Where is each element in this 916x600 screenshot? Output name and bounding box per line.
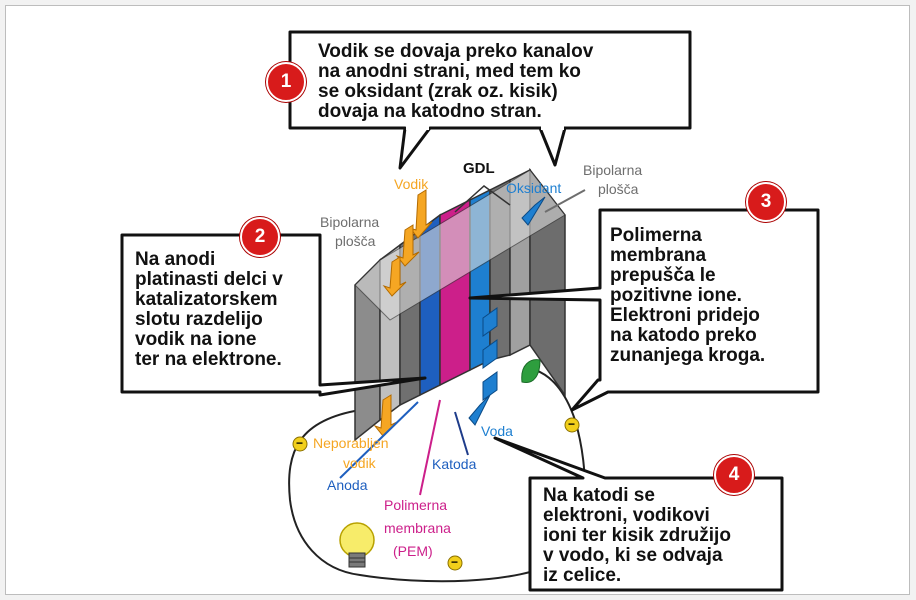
electron-minus: − [451, 555, 459, 569]
callout-line: vodik na ione [135, 329, 257, 350]
bipolar-right-label-1: Bipolarna [583, 162, 643, 178]
cathode-channels [482, 307, 498, 401]
hydrogen-inlet-arrows [382, 189, 433, 297]
gdl-bracket [454, 185, 511, 213]
leaf-icon [521, 359, 541, 384]
electron-marker [447, 555, 463, 571]
callout-badge-3: 3 [746, 182, 786, 222]
callout-badge-1: 1 [266, 62, 306, 102]
callout-line: pozitivne ione. [610, 285, 742, 306]
electron-marker [292, 436, 308, 452]
callout-badge-4: 4 [714, 455, 754, 495]
pem-label-1: Polimerna [384, 497, 448, 513]
water-label: Voda [481, 423, 513, 439]
cathode-pointer [454, 411, 469, 456]
gdl-label: GDL [463, 160, 495, 177]
pem-label-3: (PEM) [393, 543, 433, 559]
callout-1-box [288, 30, 692, 170]
callout-line: elektroni, vodikovi [543, 505, 710, 526]
bipolar-left-label-1: Bipolarna [320, 214, 380, 230]
electron-minus: − [296, 436, 304, 450]
callout-3-text: Polimerna membrana prepušča le pozitivne… [610, 226, 815, 366]
bipolar-right-pointer [544, 189, 586, 213]
unused-hydrogen-label-1: Neporabljen [313, 435, 389, 451]
callout-line: na anodni strani, med tem ko [318, 61, 581, 82]
callout-2-text: Na anodi platinasti delci v katalizators… [135, 250, 315, 370]
callout-4-box [493, 436, 784, 592]
water-outlet-arrow [468, 394, 491, 426]
callout-4-text: Na katodi se elektroni, vodikovi ioni te… [543, 486, 778, 586]
electron-minus: − [568, 417, 576, 431]
callout-line: ioni ter kisik združijo [543, 525, 731, 546]
oksidant-label: Oksidant [506, 180, 562, 196]
callout-1-tail-right [538, 127, 567, 167]
callout-line: Na anodi [135, 249, 216, 270]
callout-line: Na katodi se [543, 485, 655, 506]
callout-line: se oksidant (zrak oz. kisik) [318, 81, 558, 102]
callout-2-box [120, 233, 427, 397]
bipolar-right-label-2: plošča [598, 181, 639, 197]
oxidant-inlet-arrow [521, 196, 546, 226]
pem-label-2: membrana [384, 520, 451, 536]
light-bulb-icon [339, 522, 375, 568]
callout-line: Polimerna [610, 225, 702, 246]
cathode-label: Katoda [432, 456, 477, 472]
callout-line: dovaja na katodno stran. [318, 101, 542, 122]
callout-line: zunanjega kroga. [610, 345, 766, 366]
unused-hydrogen-label-2: vodik [343, 455, 376, 471]
callout-badge-2: 2 [240, 217, 280, 257]
callout-line: iz celice. [543, 565, 622, 586]
callout-line: na katodo preko [610, 325, 757, 346]
callout-line: Elektroni pridejo [610, 305, 760, 326]
callout-line: slotu razdelijo [135, 309, 263, 330]
callout-1-text: Vodik se dovaja preko kanalov na anodni … [318, 42, 683, 122]
stack-top [354, 169, 566, 321]
electron-markers [292, 417, 580, 571]
anode-label: Anoda [327, 477, 368, 493]
callout-line: ter na elektrone. [135, 349, 282, 370]
callout-3-box [468, 208, 820, 412]
anode-pointer [339, 401, 419, 479]
callout-line: prepušča le [610, 265, 716, 286]
bipolar-left-label-2: plošča [335, 233, 376, 249]
callout-line: Vodik se dovaja preko kanalov [318, 41, 594, 62]
callout-line: v vodo, ki se odvaja [543, 545, 723, 566]
callout-line: katalizatorskem [135, 289, 278, 310]
vodik-label: Vodik [394, 176, 429, 192]
callout-line: platinasti delci v [135, 269, 283, 290]
pem-pointer [419, 399, 441, 496]
callout-line: membrana [610, 245, 707, 266]
electron-marker [564, 417, 580, 433]
